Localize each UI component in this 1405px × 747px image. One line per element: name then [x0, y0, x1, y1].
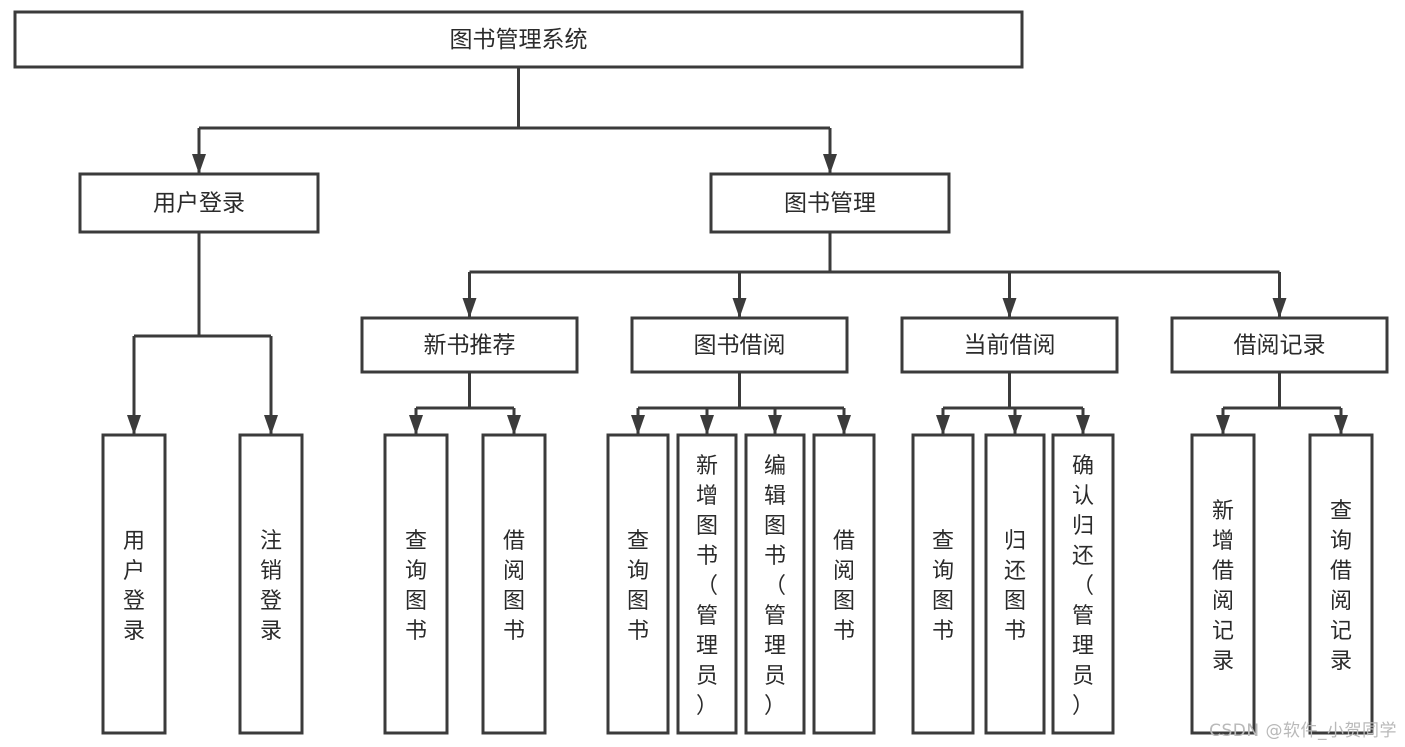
leaf-node-leaf-add-book-admin[interactable]: 新增图书（管理员）: [676, 433, 738, 735]
leaf-node-leaf-query-book-current[interactable]: 查询图书: [911, 433, 975, 735]
connector-br-bus: [1216, 372, 1348, 435]
arrow-head: [264, 415, 278, 435]
node-label: 借阅记录: [1234, 333, 1326, 359]
arrow-head: [507, 415, 521, 435]
arrow-head: [631, 415, 645, 435]
arrow-head: [1334, 415, 1348, 435]
level3-node-borrow-record[interactable]: 借阅记录: [1170, 316, 1389, 374]
level3-node-new-book-recommend[interactable]: 新书推荐: [360, 316, 579, 374]
arrow-head: [1272, 298, 1287, 318]
node-label: 新书推荐: [424, 333, 516, 359]
leaf-node-leaf-query-borrow-record[interactable]: 查询借阅记录: [1308, 433, 1374, 735]
node-box[interactable]: [1170, 316, 1389, 374]
node-label: 查询图书: [627, 529, 649, 644]
node-box[interactable]: [78, 172, 320, 234]
connector-cb-bus: [936, 372, 1090, 435]
arrow-head: [936, 415, 950, 435]
node-label: 借阅图书: [503, 529, 525, 644]
level2-node-book-management[interactable]: 图书管理: [709, 172, 951, 234]
arrow-head: [837, 415, 851, 435]
arrow-head: [1076, 415, 1090, 435]
node-label: 确认归还（管理员）: [1072, 454, 1094, 719]
node-box[interactable]: [481, 433, 547, 735]
leaf-node-leaf-borrow-book-recommend[interactable]: 借阅图书: [481, 433, 547, 735]
leaf-node-leaf-user-login[interactable]: 用户登录: [101, 433, 167, 735]
node-label: 新增图书（管理员）: [696, 454, 718, 719]
leaf-node-leaf-query-book-recommend[interactable]: 查询图书: [383, 433, 449, 735]
root-node-root[interactable]: 图书管理系统: [13, 10, 1024, 69]
node-box[interactable]: [13, 10, 1024, 69]
node-label: 查询图书: [932, 529, 954, 644]
node-box[interactable]: [984, 433, 1046, 735]
arrow-head: [192, 154, 206, 174]
node-label: 查询图书: [405, 529, 427, 644]
leaf-node-leaf-confirm-return-admin[interactable]: 确认归还（管理员）: [1051, 433, 1115, 735]
connector-nbr-bus: [409, 372, 521, 435]
node-box[interactable]: [900, 316, 1119, 374]
node-label: 用户登录: [153, 191, 245, 217]
level3-node-book-borrow[interactable]: 图书借阅: [630, 316, 849, 374]
node-box[interactable]: [812, 433, 876, 735]
node-box[interactable]: [744, 433, 806, 735]
node-box[interactable]: [101, 433, 167, 735]
node-layer: 图书管理系统用户登录图书管理新书推荐图书借阅当前借阅借阅记录用户登录注销登录查询…: [13, 10, 1389, 735]
node-label: 查询借阅记录: [1330, 499, 1352, 674]
connector-bm-bus: [462, 232, 1287, 318]
node-box[interactable]: [911, 433, 975, 735]
arrow-head: [462, 298, 477, 318]
node-box[interactable]: [238, 433, 304, 735]
node-label: 新增借阅记录: [1212, 499, 1234, 674]
node-label: 借阅图书: [833, 529, 855, 644]
node-box[interactable]: [630, 316, 849, 374]
level2-node-user-login[interactable]: 用户登录: [78, 172, 320, 234]
connector-bb-bus: [631, 372, 851, 435]
connector-ul-bus: [127, 232, 278, 435]
level3-node-current-borrow[interactable]: 当前借阅: [900, 316, 1119, 374]
node-label: 用户登录: [123, 529, 145, 644]
node-box[interactable]: [676, 433, 738, 735]
node-label: 图书管理: [784, 191, 876, 217]
node-box[interactable]: [1051, 433, 1115, 735]
node-label: 图书管理系统: [450, 27, 588, 53]
node-box[interactable]: [1308, 433, 1374, 735]
arrow-head: [732, 298, 747, 318]
arrow-head: [1008, 415, 1022, 435]
arrow-head: [768, 415, 782, 435]
leaf-node-leaf-user-logout[interactable]: 注销登录: [238, 433, 304, 735]
node-box[interactable]: [360, 316, 579, 374]
arrow-head: [409, 415, 423, 435]
leaf-node-leaf-return-book[interactable]: 归还图书: [984, 433, 1046, 735]
node-label: 归还图书: [1004, 529, 1026, 644]
node-label: 图书借阅: [694, 333, 786, 359]
node-box[interactable]: [1190, 433, 1256, 735]
connector-layer: [127, 67, 1348, 435]
arrow-head: [1216, 415, 1230, 435]
node-label: 注销登录: [260, 529, 282, 644]
node-box[interactable]: [709, 172, 951, 234]
leaf-node-leaf-query-book-borrow[interactable]: 查询图书: [606, 433, 670, 735]
arrow-head: [127, 415, 141, 435]
leaf-node-leaf-borrow-book[interactable]: 借阅图书: [812, 433, 876, 735]
arrow-head: [700, 415, 714, 435]
leaf-node-leaf-edit-book-admin[interactable]: 编辑图书（管理员）: [744, 433, 806, 735]
connector-root-bus: [192, 67, 837, 174]
leaf-node-leaf-add-borrow-record[interactable]: 新增借阅记录: [1190, 433, 1256, 735]
node-label: 当前借阅: [964, 333, 1056, 359]
arrow-head: [823, 154, 837, 174]
node-box[interactable]: [606, 433, 670, 735]
arrow-head: [1002, 298, 1017, 318]
node-label: 编辑图书（管理员）: [764, 454, 786, 719]
node-box[interactable]: [383, 433, 449, 735]
